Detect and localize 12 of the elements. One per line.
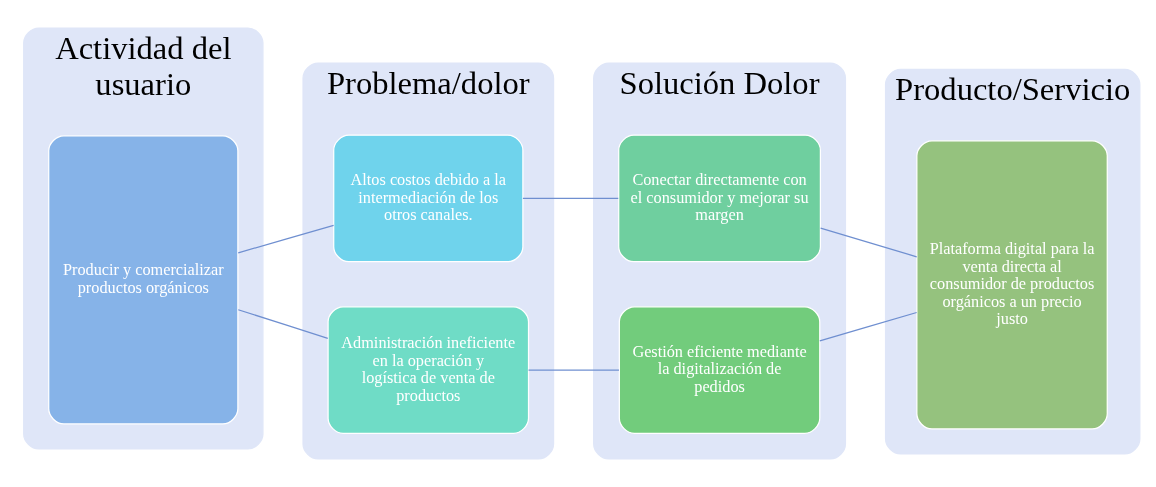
- connector: [820, 227, 918, 258]
- connector: [819, 311, 918, 342]
- node-box: Producir y comercializar productos orgánicos: [48, 135, 239, 425]
- connector: [237, 309, 329, 339]
- node-box: Altos costos debido a la intermediación de los otros canales.: [333, 134, 524, 263]
- connector: [522, 197, 619, 200]
- node-box: Gestión eficiente mediante la digitalización de pedidos: [618, 306, 821, 434]
- connector: [237, 224, 335, 254]
- connector: [527, 369, 620, 371]
- node-box: Plataforma digital para la venta directa al consumidor de productos orgánicos a un precio justo: [916, 140, 1108, 430]
- node-box: Administración ineficiente en la operación y logística de venta de productos: [327, 306, 530, 434]
- node-box: Conectar directamente con el consumidor y mejorar su margen: [618, 134, 822, 263]
